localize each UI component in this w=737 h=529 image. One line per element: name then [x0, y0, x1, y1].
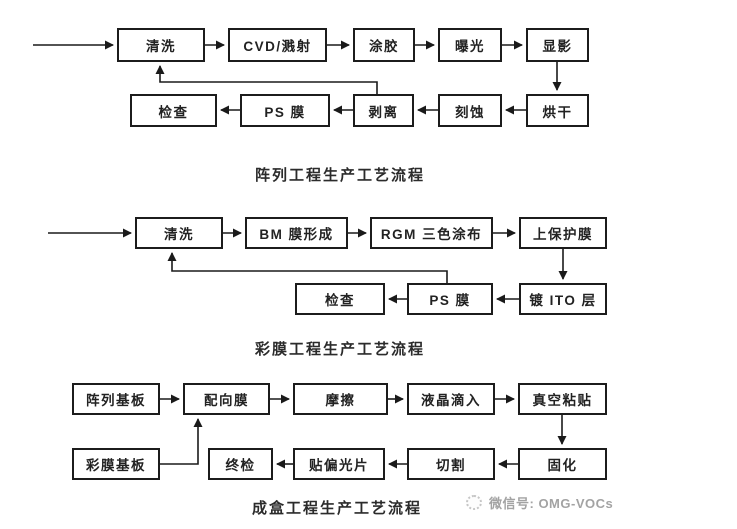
flow-node-polarizer-attach: 贴偏光片 [293, 448, 385, 480]
flow-node-development: 显影 [526, 28, 589, 62]
array-process-title: 阵列工程生产工艺流程 [254, 167, 425, 184]
flow-node-lc-dropping: 液晶滴入 [407, 383, 495, 415]
flow-node-ps-film: PS 膜 [240, 94, 330, 127]
flow-node-protective-film: 上保护膜 [519, 217, 607, 249]
flow-node-bm-film: BM 膜形成 [245, 217, 348, 249]
flow-node-rgb-coating: RGM 三色涂布 [370, 217, 493, 249]
flow-node-drying: 烘干 [526, 94, 589, 127]
flow-node-alignment-film: 配向膜 [183, 383, 270, 415]
flow-node-cleaning: 清洗 [117, 28, 205, 62]
flow-node-vacuum-lamination: 真空粘贴 [518, 383, 607, 415]
flow-node-exposure: 曝光 [438, 28, 502, 62]
flow-node-ito-layer: 镀 ITO 层 [519, 283, 607, 315]
flow-node-inspection: 检查 [130, 94, 217, 127]
flow-node-cleaning: 清洗 [135, 217, 223, 249]
flow-node-array-substrate: 阵列基板 [72, 383, 160, 415]
flow-node-final-inspection: 终检 [208, 448, 273, 480]
flow-node-cf-substrate: 彩膜基板 [72, 448, 160, 480]
flow-node-resist-coating: 涂胶 [353, 28, 415, 62]
flow-node-ps-film: PS 膜 [407, 283, 493, 315]
wechat-id-text: 微信号: OMG-VOCs [489, 496, 614, 511]
cell-process-title: 成盒工程生产工艺流程 [251, 500, 422, 517]
color-filter-process-title: 彩膜工程生产工艺流程 [254, 341, 425, 358]
flow-node-curing: 固化 [518, 448, 607, 480]
flow-node-etching: 刻蚀 [438, 94, 502, 127]
flow-node-stripping: 剥离 [353, 94, 414, 127]
flow-node-cvd-sputtering: CVD/溅射 [228, 28, 327, 62]
flow-node-cutting: 切割 [407, 448, 495, 480]
wechat-badge-icon [466, 495, 482, 510]
flow-node-inspection: 检查 [295, 283, 385, 315]
wechat-watermark: 微信号: OMG-VOCs [466, 493, 613, 512]
flow-node-rubbing: 摩擦 [293, 383, 388, 415]
